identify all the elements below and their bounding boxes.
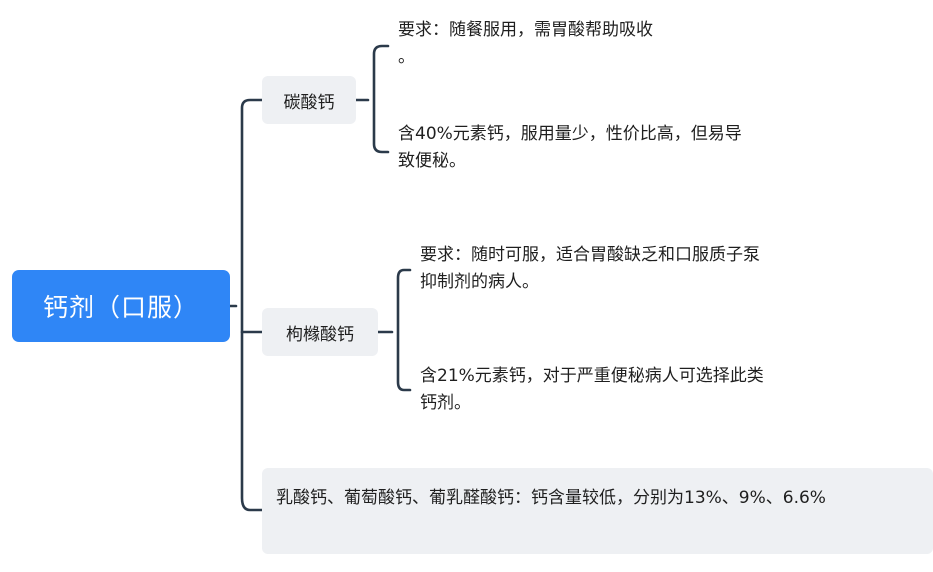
trunk-connector — [240, 98, 264, 512]
branch-node-other-calcium[interactable]: 乳酸钙、葡萄酸钙、葡乳醛酸钙：钙含量较低，分别为13%、9%、6.6% — [262, 468, 933, 554]
branch1-notes-connector — [354, 44, 390, 154]
branch-node-calcium-carbonate[interactable]: 碳酸钙 — [262, 76, 356, 124]
branch2-notes-connector — [376, 268, 412, 392]
note-calcium-carbonate-requirement[interactable]: 要求：随餐服用，需胃酸帮助吸收 。 — [398, 20, 653, 67]
note-calcium-citrate-requirement[interactable]: 要求：随时可服，适合胃酸缺乏和口服质子泵抑制剂的病人。 — [420, 245, 760, 292]
note-calcium-citrate-content[interactable]: 含21%元素钙，对于严重便秘病人可选择此类钙剂。 — [420, 366, 764, 413]
branch-node-calcium-citrate[interactable]: 枸橼酸钙 — [262, 308, 378, 356]
note-calcium-carbonate-content[interactable]: 含40%元素钙，服用量少，性价比高，但易导致便秘。 — [398, 124, 742, 171]
root-node[interactable]: 钙剂（口服） — [12, 270, 230, 342]
